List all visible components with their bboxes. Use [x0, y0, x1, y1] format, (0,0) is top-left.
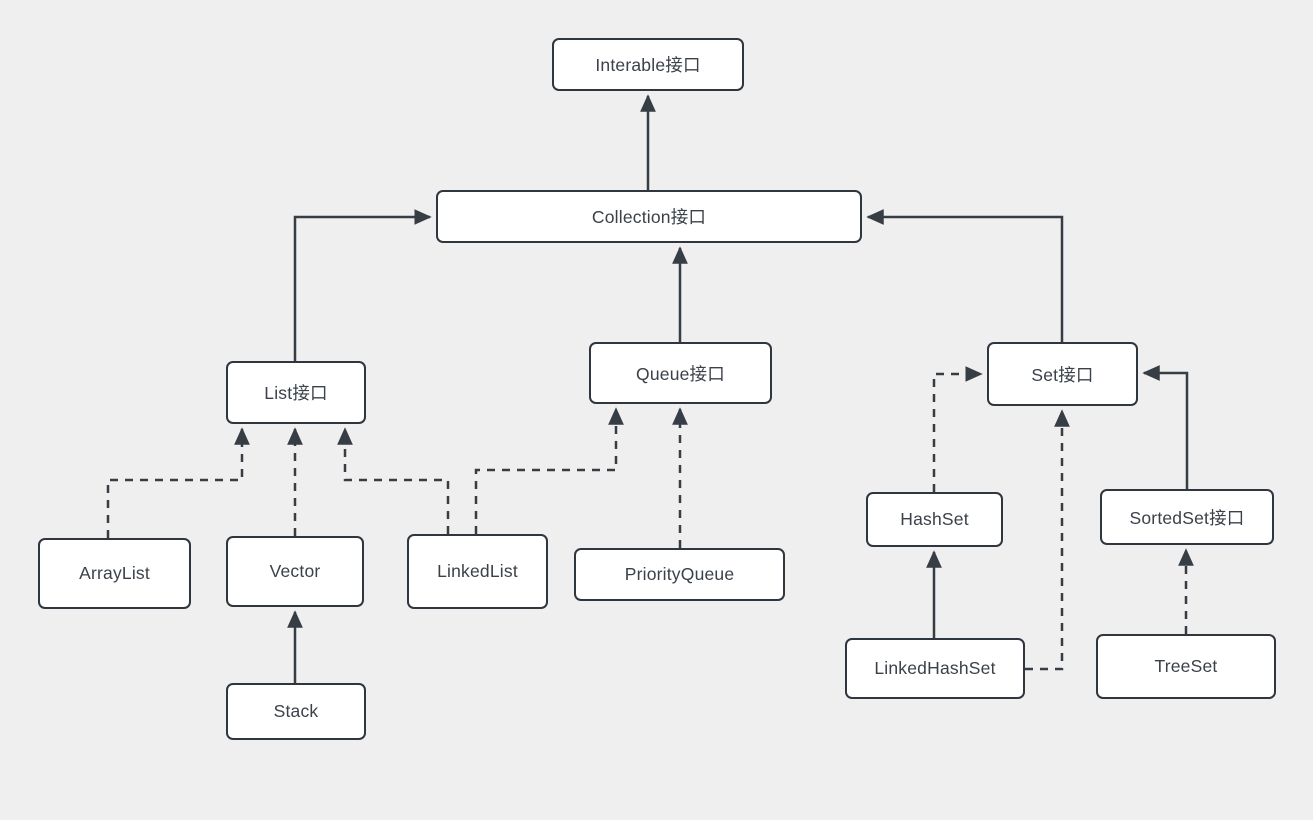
- node-sortedset-interface: SortedSet接口: [1100, 489, 1274, 545]
- node-arraylist: ArrayList: [38, 538, 191, 609]
- edge-set-to-collection: [866, 209, 1064, 342]
- edge-linkedlist-to-list: [337, 427, 450, 534]
- node-interable-interface: Interable接口: [552, 38, 744, 91]
- node-label-arraylist: ArrayList: [79, 563, 150, 583]
- node-label-vector: Vector: [269, 561, 321, 581]
- node-label-priorityqueue: PriorityQueue: [624, 564, 735, 584]
- node-label-stack: Stack: [273, 701, 319, 721]
- node-label-set: Set接口: [1031, 364, 1094, 385]
- node-label-sortedset: SortedSet接口: [1129, 507, 1245, 528]
- node-hashset: HashSet: [866, 492, 1003, 547]
- edge-arraylist-to-list: [106, 427, 250, 538]
- node-queue-interface: Queue接口: [589, 342, 772, 404]
- node-stack: Stack: [226, 683, 366, 740]
- node-label-linkedlist: LinkedList: [437, 561, 518, 581]
- node-label-interable: Interable接口: [595, 55, 701, 75]
- node-set-interface: Set接口: [987, 342, 1138, 406]
- node-label-collection: Collection接口: [591, 207, 707, 227]
- node-priorityqueue: PriorityQueue: [574, 548, 785, 601]
- edge-linkedhashset-to-set: [1025, 409, 1070, 671]
- edge-linkedlist-to-queue: [474, 407, 624, 534]
- node-label-list: List接口: [264, 383, 328, 403]
- node-vector: Vector: [226, 536, 364, 607]
- edge-sortedset-to-set: [1142, 365, 1189, 489]
- edge-hashset-to-set: [932, 366, 983, 492]
- node-label-linkedhashset: LinkedHashSet: [874, 658, 996, 678]
- node-linkedhashset: LinkedHashSet: [845, 638, 1025, 699]
- node-list-interface: List接口: [226, 361, 366, 424]
- node-label-hashset: HashSet: [900, 509, 969, 529]
- node-treeset: TreeSet: [1096, 634, 1276, 699]
- node-collection-interface: Collection接口: [436, 190, 862, 243]
- node-label-queue: Queue接口: [636, 363, 725, 384]
- edge-list-to-collection: [293, 209, 432, 361]
- node-label-treeset: TreeSet: [1154, 656, 1218, 676]
- node-linkedlist: LinkedList: [407, 534, 548, 609]
